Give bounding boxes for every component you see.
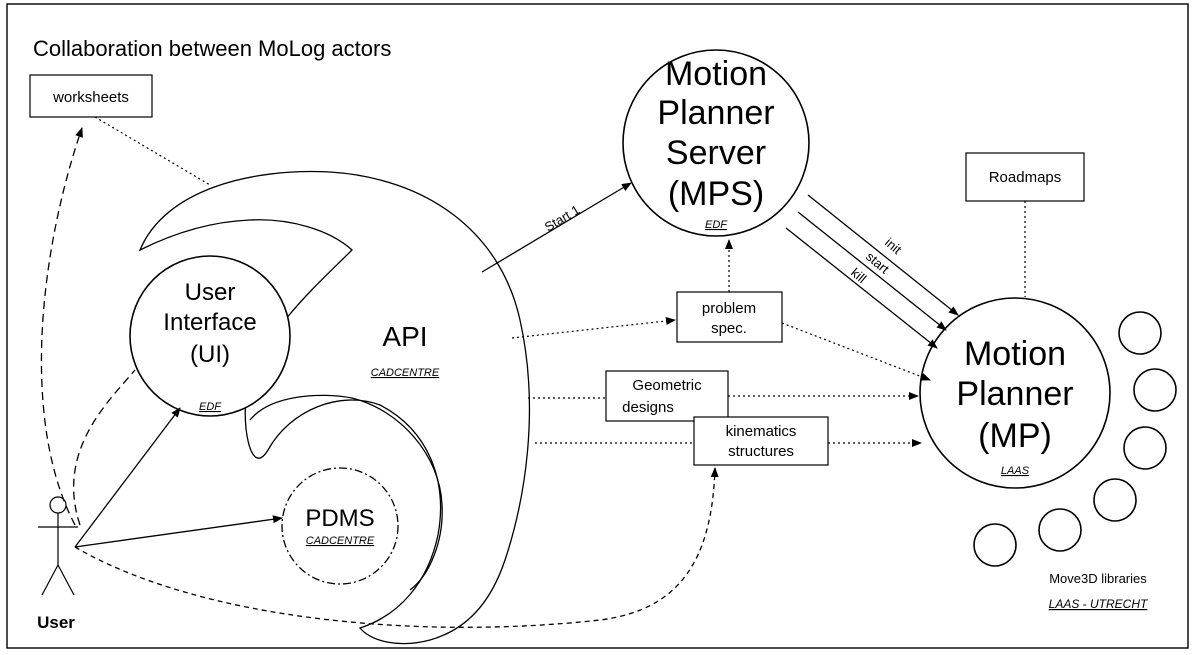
- libraries-org: LAAS - UTRECHT: [1049, 597, 1149, 611]
- mps-mp-init-arrow: [807, 194, 959, 316]
- problem-spec-line2: spec.: [711, 320, 747, 337]
- kinematics-line1: kinematics: [726, 423, 797, 440]
- worksheets-box: [29, 74, 153, 118]
- mps-title-line2: Planner: [657, 94, 774, 132]
- mps-title-line1: Motion: [665, 55, 767, 93]
- mp-circle: [919, 297, 1111, 489]
- mp-title-line2: Planner: [956, 375, 1073, 413]
- library-circle: [973, 523, 1017, 567]
- user-pdms-arrow: [74, 515, 283, 548]
- worksheets-label: worksheets: [52, 89, 129, 106]
- start1-label: Start 1: [542, 202, 583, 235]
- api-inner-swirl: [249, 394, 443, 591]
- library-circle: [1093, 478, 1137, 522]
- roadmaps-box: [965, 152, 1085, 202]
- user-label: User: [37, 613, 75, 632]
- libraries-label: Move3D libraries: [1049, 571, 1147, 586]
- mps-mp-kill-arrow: [785, 227, 938, 349]
- pdms-org: CADCENTRE: [306, 535, 375, 547]
- api-swirl-shape: [138, 170, 531, 645]
- library-circle: [1118, 311, 1162, 355]
- library-circle: [1123, 426, 1167, 470]
- kinematics-line2: structures: [728, 443, 794, 460]
- diagram-frame: [6, 3, 1189, 649]
- init-label: init: [882, 235, 905, 257]
- pdms-label: PDMS: [305, 505, 374, 532]
- kill-label: kill: [848, 265, 869, 286]
- api-problem-spec-arrow: [511, 317, 676, 339]
- ui-title-line3: (UI): [190, 341, 230, 368]
- mps-title-line4: (MPS): [668, 175, 764, 213]
- mp-org: LAAS: [1001, 465, 1030, 477]
- pdms-circle: [281, 467, 399, 585]
- geometric-line2: designs: [622, 399, 674, 416]
- ui-title-line2: Interface: [163, 309, 256, 336]
- api-org: CADCENTRE: [371, 367, 440, 379]
- user-worksheets-arrow: [40, 127, 83, 526]
- library-circle: [1133, 368, 1177, 412]
- mps-mp-start-arrow: [797, 211, 947, 331]
- user-kinematics-arrow: [74, 467, 719, 628]
- mp-title-line1: Motion: [964, 335, 1066, 373]
- mps-org: EDF: [705, 219, 728, 231]
- mp-title-line3: (MP): [978, 417, 1052, 455]
- problem-spec-box: [676, 291, 783, 343]
- kinematics-box: [693, 416, 829, 466]
- user-ui-dashed-link: [73, 369, 136, 526]
- user-actor-icon: [38, 496, 78, 596]
- diagram-title: Collaboration between MoLog actors: [33, 36, 391, 61]
- problem-spec-line1: problem: [702, 300, 756, 317]
- geometric-line1: Geometric: [632, 377, 702, 394]
- mps-circle: [622, 49, 810, 237]
- problem-spec-mp-arrow: [781, 322, 931, 381]
- worksheets-api-link: [94, 116, 211, 186]
- api-mps-start-arrow: [481, 182, 632, 273]
- user-ui-arrow: [74, 407, 181, 548]
- roadmaps-label: Roadmaps: [989, 169, 1062, 186]
- ui-circle: [129, 255, 291, 417]
- ui-org: EDF: [199, 401, 222, 413]
- mps-title-line3: Server: [666, 134, 766, 172]
- library-circle: [1038, 508, 1082, 552]
- ui-title-line1: User: [185, 279, 236, 306]
- api-label: API: [382, 321, 427, 352]
